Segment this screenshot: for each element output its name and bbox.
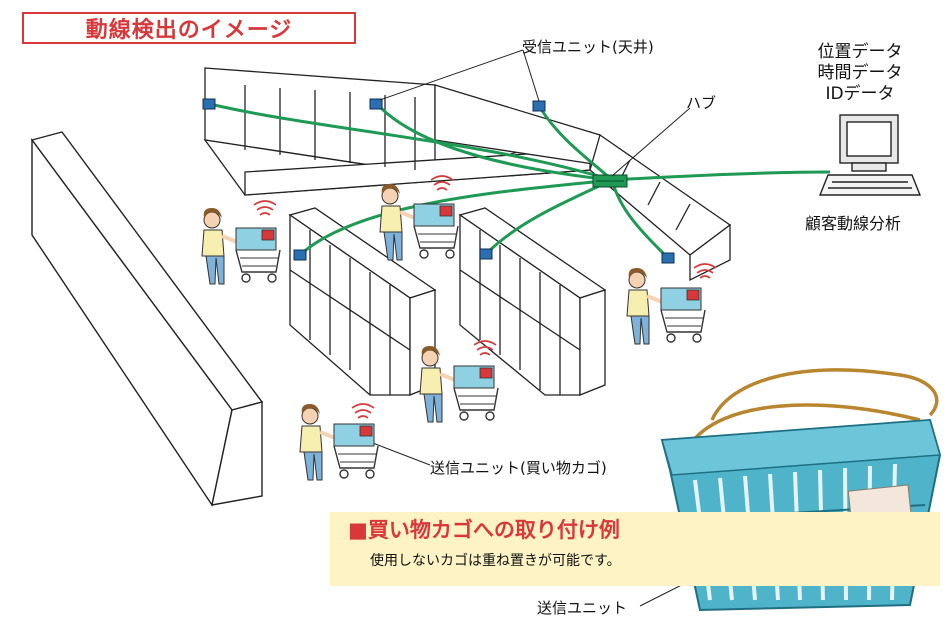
time-data-label: 時間データ (817, 63, 903, 83)
shelf-center-left (288, 207, 437, 396)
shelf-center-right (458, 207, 607, 396)
long-shelf (30, 131, 264, 507)
receiver-unit-icon (202, 98, 675, 264)
shopper-icon (200, 182, 707, 482)
hub-label: ハブ (686, 94, 717, 112)
pc-data-labels: 位置データ 時間データ IDデータ (790, 42, 930, 105)
position-data-label: 位置データ (817, 42, 903, 62)
page-title: 動線検出のイメージ (85, 18, 293, 43)
hub-icon (592, 174, 628, 188)
note-title: ■買い物カゴへの取り付け例 (348, 518, 620, 542)
sender-cart-label: 送信ユニット(買い物カゴ) (430, 459, 607, 477)
id-data-label: IDデータ (825, 84, 895, 104)
analysis-label: 顧客動線分析 (805, 214, 902, 233)
network-cables (209, 102, 831, 260)
computer-icon (818, 114, 922, 196)
sender-label: 送信ユニット (537, 599, 628, 617)
page-title-box: 動線検出のイメージ (22, 12, 356, 44)
back-shelf (203, 67, 732, 282)
receiver-label: 受信ユニット(天井) (522, 38, 654, 56)
note-box (330, 512, 940, 586)
note-text: 使用しないカゴは重ね置きが可能です。 (370, 553, 621, 569)
